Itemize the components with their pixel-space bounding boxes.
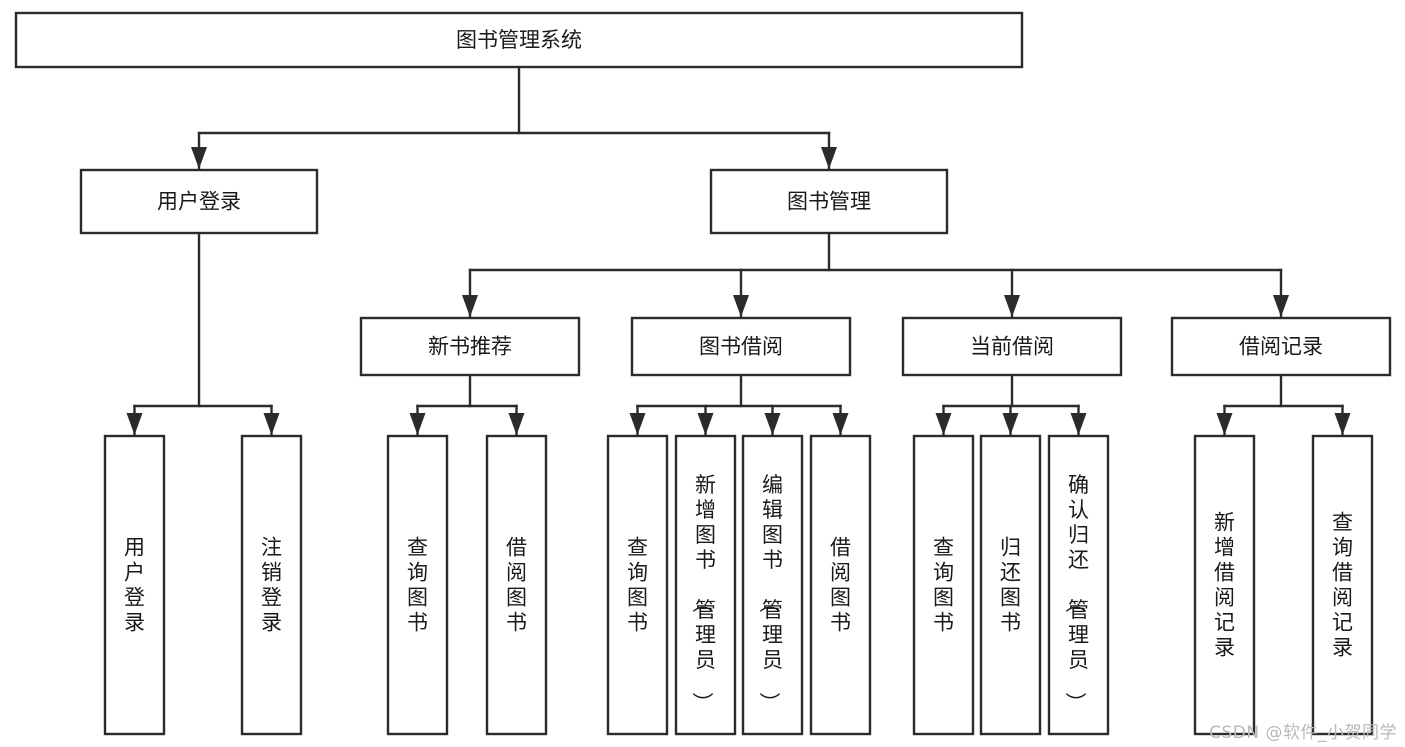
node-label: 借阅图书 xyxy=(506,536,527,635)
leaf-leaf-add-book[interactable]: 新增图书（管理员） xyxy=(674,434,737,736)
node-label: 查询借阅记录 xyxy=(1332,511,1353,660)
leaf-leaf-query-book-1[interactable]: 查询图书 xyxy=(386,434,449,736)
node-label: 确认归还（管理员） xyxy=(1063,473,1089,713)
node-label: 图书管理系统 xyxy=(456,28,582,52)
node-box xyxy=(1193,434,1256,736)
arrow-head-icon xyxy=(191,147,207,169)
leaf-leaf-query-book-3[interactable]: 查询图书 xyxy=(912,434,975,736)
edges-layer xyxy=(126,65,1351,436)
arrow-head-icon xyxy=(935,413,952,435)
arrow-head-icon xyxy=(1004,295,1020,317)
node-box xyxy=(912,434,975,736)
leaf-leaf-user-logout[interactable]: 注销登录 xyxy=(240,434,303,736)
node-label: 新书推荐 xyxy=(428,335,512,359)
node-box xyxy=(485,434,548,736)
node-user-login[interactable]: 用户登录 xyxy=(79,168,319,235)
arrow-head-icon xyxy=(1334,413,1351,435)
node-label: 图书借阅 xyxy=(699,335,783,359)
nodes-layer: 图书管理系统用户登录图书管理新书推荐图书借阅当前借阅借阅记录用户登录注销登录查询… xyxy=(14,11,1392,736)
node-new-book-recommend[interactable]: 新书推荐 xyxy=(359,316,581,377)
node-label: 借阅记录 xyxy=(1239,335,1323,359)
node-label: 查询图书 xyxy=(933,536,954,635)
node-label: 新增图书（管理员） xyxy=(690,473,716,713)
node-box xyxy=(359,316,581,377)
node-box xyxy=(240,434,303,736)
node-label: 用户登录 xyxy=(124,536,145,635)
node-box xyxy=(709,168,949,235)
arrow-head-icon xyxy=(126,413,143,435)
leaf-leaf-query-record[interactable]: 查询借阅记录 xyxy=(1311,434,1374,736)
arrow-head-icon xyxy=(697,413,714,435)
node-box xyxy=(979,434,1042,736)
arrow-head-icon xyxy=(462,295,478,317)
leaf-leaf-borrow-book-2[interactable]: 借阅图书 xyxy=(809,434,872,736)
leaf-leaf-return-book[interactable]: 归还图书 xyxy=(979,434,1042,736)
node-box xyxy=(1047,434,1110,736)
arrow-head-icon xyxy=(733,295,749,317)
leaf-leaf-user-login[interactable]: 用户登录 xyxy=(103,434,166,736)
leaf-leaf-confirm-return[interactable]: 确认归还（管理员） xyxy=(1047,434,1110,736)
node-book-manage[interactable]: 图书管理 xyxy=(709,168,949,235)
node-current-borrow[interactable]: 当前借阅 xyxy=(901,316,1123,377)
arrow-head-icon xyxy=(821,147,837,169)
node-label: 图书管理 xyxy=(787,190,871,214)
arrow-head-icon xyxy=(1216,413,1233,435)
arrow-head-icon xyxy=(1002,413,1019,435)
node-box xyxy=(103,434,166,736)
node-borrow-record[interactable]: 借阅记录 xyxy=(1170,316,1392,377)
node-book-borrow[interactable]: 图书借阅 xyxy=(630,316,852,377)
node-box xyxy=(606,434,669,736)
leaf-leaf-borrow-book-1[interactable]: 借阅图书 xyxy=(485,434,548,736)
leaf-leaf-edit-book[interactable]: 编辑图书（管理员） xyxy=(741,434,804,736)
node-label: 查询图书 xyxy=(627,536,648,635)
node-box xyxy=(14,11,1024,69)
node-label: 查询图书 xyxy=(407,536,428,635)
node-box xyxy=(809,434,872,736)
node-label: 注销登录 xyxy=(261,536,282,635)
node-label: 借阅图书 xyxy=(830,536,851,635)
node-box xyxy=(79,168,319,235)
leaf-leaf-query-book-2[interactable]: 查询图书 xyxy=(606,434,669,736)
node-box xyxy=(1311,434,1374,736)
arrow-head-icon xyxy=(409,413,426,435)
csdn-watermark: CSDN @软件_小贺同学 xyxy=(1209,723,1397,743)
node-box xyxy=(674,434,737,736)
node-box xyxy=(901,316,1123,377)
arrow-head-icon xyxy=(764,413,781,435)
node-label: 用户登录 xyxy=(157,190,241,214)
arrow-head-icon xyxy=(508,413,525,435)
node-label: 归还图书 xyxy=(1000,536,1021,635)
node-box xyxy=(630,316,852,377)
arrow-head-icon xyxy=(629,413,646,435)
node-box xyxy=(1170,316,1392,377)
arrow-head-icon xyxy=(832,413,849,435)
arrow-head-icon xyxy=(1070,413,1087,435)
node-box xyxy=(386,434,449,736)
arrow-head-icon xyxy=(1273,295,1289,317)
arrow-head-icon xyxy=(263,413,280,435)
node-root[interactable]: 图书管理系统 xyxy=(14,11,1024,69)
node-label: 新增借阅记录 xyxy=(1214,511,1235,660)
node-box xyxy=(741,434,804,736)
leaf-leaf-add-record[interactable]: 新增借阅记录 xyxy=(1193,434,1256,736)
node-label: 当前借阅 xyxy=(970,335,1054,359)
node-label: 编辑图书（管理员） xyxy=(757,473,783,713)
